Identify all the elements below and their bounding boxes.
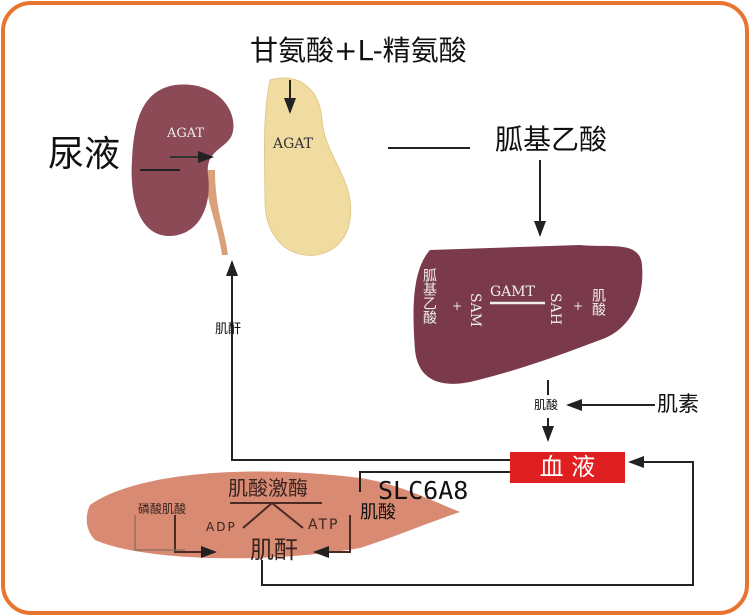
liver-substrate: 胍基乙酸 (421, 268, 437, 324)
kidney (131, 84, 234, 237)
creatine-kinase-label: 肌酸激酶 (228, 476, 308, 500)
muscle-creatine-label: 肌酸 (360, 502, 396, 523)
creatine-label-blood: 肌酸 (534, 398, 559, 412)
atp-label: ATP (308, 517, 340, 533)
transporter-label: SLC6A8 (378, 476, 469, 505)
ureter (205, 170, 228, 255)
pancreas (263, 77, 352, 256)
guanidinoacetate-label: 胍基乙酸 (495, 123, 608, 156)
kidney-enzyme-label: AGAT (167, 126, 205, 141)
muscle (86, 471, 460, 559)
liver-product: 肌酸 (590, 288, 606, 316)
blood-label: 血 液 (539, 453, 596, 481)
liver-sam: SAM (467, 293, 483, 328)
creatinine-supplement-label: 肌素 (657, 392, 699, 416)
urine-label: 尿液 (48, 134, 121, 175)
liver-plus-2: + (573, 299, 584, 313)
phosphocreatine-label: 磷酸肌酸 (138, 502, 187, 516)
pancreas-enzyme-label: AGAT (273, 136, 313, 152)
liver-sah: SAH (547, 293, 563, 325)
title-precursors: 甘氨酸+L-精氨酸 (250, 34, 467, 67)
muscle-creatinine-label: 肌酐 (250, 536, 298, 564)
liver-enzyme-gamt: GAMT (490, 284, 535, 300)
liver (413, 245, 643, 384)
liver-plus-1: + (452, 299, 463, 313)
blood-box (510, 452, 625, 483)
creatinine-excretion-label: 肌酐 (215, 322, 242, 337)
adp-label: ADP (206, 520, 237, 534)
